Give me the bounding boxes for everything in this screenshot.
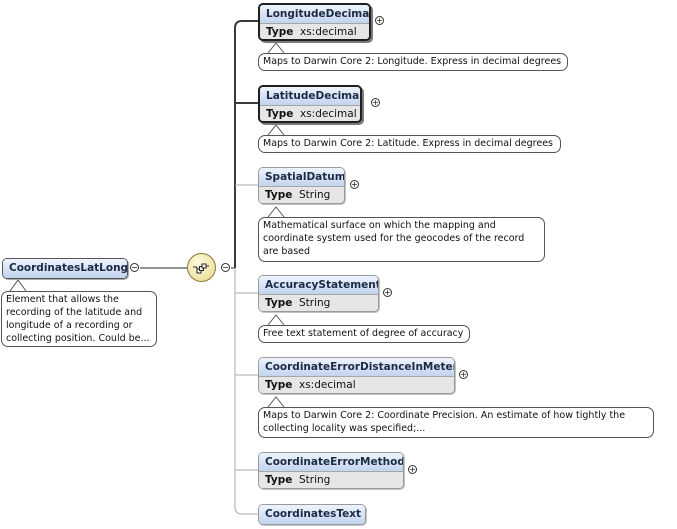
element-name: CoordinateErrorDistanceInMeters [259,358,454,376]
type-value: String [299,474,331,486]
doc-tail-root [9,279,27,292]
doc-coordinateslatlong: Element that allows the recording of the… [1,291,157,347]
type-value: xs:decimal [300,26,357,38]
doc-tail-longitude [267,42,285,54]
expand-icon[interactable]: + [375,16,384,25]
type-key: Type [266,108,294,120]
element-name: CoordinatesText [259,505,365,524]
type-key: Type [265,297,293,309]
element-type-row: Type xs:decimal [259,376,454,393]
doc-tail-latitude [267,124,285,136]
element-name: LongitudeDecimal [260,5,369,23]
element-type-row: Type xs:decimal [260,23,369,39]
doc-tail-coordinateerrordistance [267,396,285,408]
type-value: xs:decimal [299,379,356,391]
element-spatialdatum[interactable]: SpatialDatum Type String [258,167,345,204]
connector-optional-branch [234,268,258,515]
doc-spatialdatum: Mathematical surface on which the mappin… [258,217,545,262]
type-value: xs:decimal [300,108,357,120]
connector-required-branch [234,20,258,268]
collapse-icon[interactable]: − [130,263,139,272]
expand-icon[interactable]: + [383,288,392,297]
type-value: String [299,297,331,309]
doc-coordinateerrordistanceinmeters: Maps to Darwin Core 2: Coordinate Precis… [258,407,654,438]
element-name: LatitudeDecimal [260,87,360,105]
doc-longitudedecimal: Maps to Darwin Core 2: Longitude. Expres… [258,53,568,71]
element-longitudedecimal[interactable]: LongitudeDecimal Type xs:decimal [258,3,371,41]
element-name: CoordinatesLatLong [3,259,127,278]
expand-icon[interactable]: + [459,370,468,379]
element-type-row: Type xs:decimal [260,105,360,121]
element-name: SpatialDatum [259,168,344,186]
element-coordinatestext[interactable]: CoordinatesText [258,504,366,525]
element-coordinateerrordistanceinmeters[interactable]: CoordinateErrorDistanceInMeters Type xs:d… [258,357,455,394]
type-key: Type [265,474,293,486]
expand-icon[interactable]: + [371,98,380,107]
element-type-row: Type String [259,294,378,311]
doc-latitudedecimal: Maps to Darwin Core 2: Latitude. Express… [258,135,561,153]
doc-tail-accuracystatement [267,314,285,326]
sequence-compositor[interactable] [187,253,216,282]
element-name: CoordinateErrorMethod [259,453,403,471]
doc-accuracystatement: Free text statement of degree of accurac… [258,325,470,343]
collapse-icon[interactable]: − [221,263,230,272]
type-key: Type [265,379,293,391]
element-latitudedecimal[interactable]: LatitudeDecimal Type xs:decimal [258,85,362,123]
element-name: AccuracyStatement [259,276,378,294]
sequence-icon [193,263,209,274]
element-coordinateerrormethod[interactable]: CoordinateErrorMethod Type String [258,452,404,489]
doc-tail-spatialdatum [267,206,285,218]
expand-icon[interactable]: + [408,465,417,474]
expand-icon[interactable]: + [350,180,359,189]
type-key: Type [265,189,293,201]
type-key: Type [266,26,294,38]
type-value: String [299,189,331,201]
element-accuracystatement[interactable]: AccuracyStatement Type String [258,275,379,312]
element-coordinateslatlong[interactable]: CoordinatesLatLong [2,258,128,279]
element-type-row: Type String [259,471,403,488]
element-type-row: Type String [259,186,344,203]
